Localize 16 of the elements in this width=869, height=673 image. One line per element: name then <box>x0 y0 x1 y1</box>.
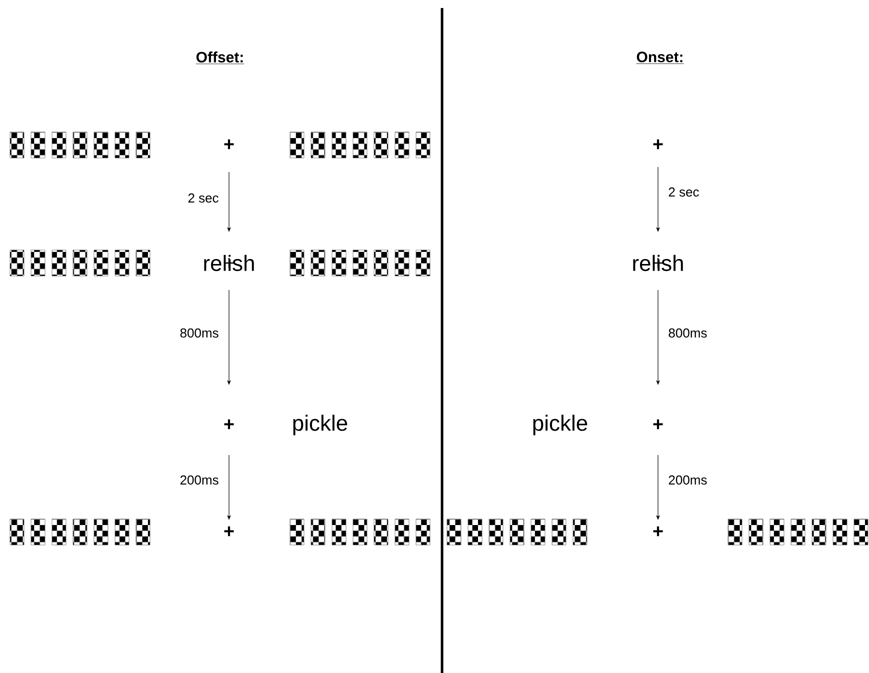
duration-label: 2 sec <box>188 193 218 203</box>
fixation-cross: + <box>224 419 234 430</box>
panel-title: Onset: <box>636 52 684 64</box>
fixation-cross: + <box>653 419 663 430</box>
fixation-cross: + <box>653 139 663 150</box>
word-stimulus: pickle <box>293 414 348 436</box>
duration-label: 200ms <box>180 475 218 485</box>
duration-label: 2 sec <box>668 187 699 197</box>
duration-label: 200ms <box>668 475 707 485</box>
panel-title: Offset: <box>196 52 244 64</box>
word-stimulus: pickle <box>533 414 588 436</box>
duration-label: 800ms <box>180 328 218 338</box>
fixation-cross: + <box>224 139 234 150</box>
fixation-cross: + <box>653 526 663 536</box>
duration-label: 800ms <box>668 328 707 338</box>
fixation-cross: + <box>224 526 234 536</box>
